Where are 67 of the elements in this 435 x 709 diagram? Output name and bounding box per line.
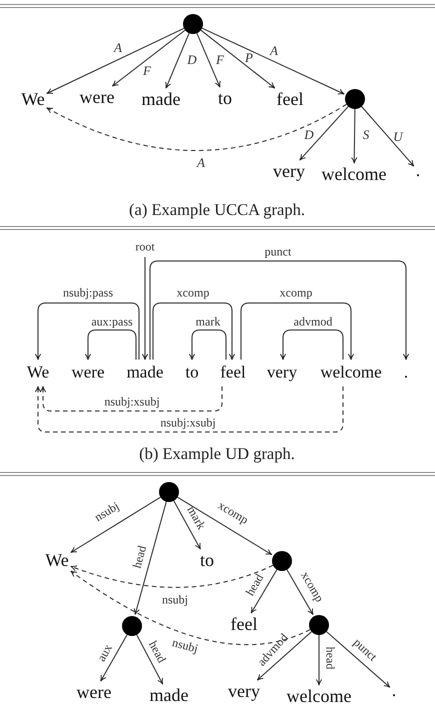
word: very — [228, 682, 260, 702]
edge-label: xcomp — [280, 286, 312, 300]
word: made — [150, 686, 188, 706]
edge-label: head — [323, 646, 337, 670]
word: feel — [220, 364, 246, 382]
word: made — [126, 364, 164, 382]
node-dot — [272, 551, 292, 571]
word: We — [45, 551, 69, 571]
node-dot — [345, 89, 365, 109]
edge-label: advmod — [294, 315, 332, 329]
dependency-arc — [280, 330, 344, 360]
edge-label: A — [114, 40, 122, 56]
word: welcome — [286, 687, 352, 707]
edge-label: nsubj — [162, 593, 188, 607]
edge-label: P — [245, 50, 253, 66]
edge-label: root — [135, 240, 155, 254]
word: very — [273, 162, 305, 182]
word: . — [416, 161, 420, 181]
word: made — [142, 90, 180, 110]
word: were — [76, 683, 112, 703]
edge-label: A — [197, 156, 205, 170]
dependency-arc — [84, 330, 136, 360]
edge-label: punct — [264, 245, 292, 259]
edge-label: mark — [184, 504, 208, 532]
edge-label: nsubj — [170, 636, 200, 656]
node-dot — [122, 616, 142, 636]
word: . — [404, 364, 408, 382]
edge-label: aux — [95, 642, 115, 664]
word: We — [21, 90, 45, 110]
edge-label: D — [187, 52, 197, 68]
node-dot — [183, 14, 203, 34]
edge-label: xcomp — [176, 286, 210, 300]
word: welcome — [322, 165, 386, 185]
node-dot — [159, 482, 179, 502]
word: very — [266, 364, 298, 382]
word: to — [200, 551, 214, 571]
figure-caption: (a) Example UCCA graph. — [129, 200, 305, 220]
node-dot — [309, 615, 329, 635]
word: were — [80, 88, 114, 108]
edge-label: S — [362, 128, 370, 142]
edge-label: F — [143, 64, 151, 78]
edge-label: nsubj:pass — [63, 286, 113, 300]
word: We — [26, 364, 50, 382]
edge-label: U — [393, 130, 403, 144]
figure-caption: (b) Example UD graph. — [139, 444, 295, 464]
edge-label: nsubj:xsubj — [104, 395, 160, 409]
word: . — [392, 681, 396, 701]
edge-label: nsubj:xsubj — [160, 416, 216, 430]
dependency-arc — [34, 302, 140, 360]
word: were — [71, 364, 105, 382]
dependency-arc — [152, 302, 236, 360]
word: to — [218, 89, 232, 109]
word: feel — [230, 615, 258, 635]
edge-label: head — [130, 544, 150, 570]
edge-label: mark — [196, 315, 220, 329]
word: to — [185, 364, 199, 382]
dependency-arc — [240, 302, 354, 360]
dependency-arc — [150, 260, 410, 360]
edge-label: D — [304, 128, 314, 142]
dependency-arc — [188, 330, 226, 360]
edge-label: A — [270, 44, 278, 58]
word: feel — [276, 90, 304, 110]
edge-label: F — [216, 52, 224, 68]
edge-label: nsubj — [92, 500, 122, 524]
edge-label: aux:pass — [91, 315, 133, 329]
word: welcome — [320, 364, 382, 382]
edge-label: head — [146, 638, 168, 666]
